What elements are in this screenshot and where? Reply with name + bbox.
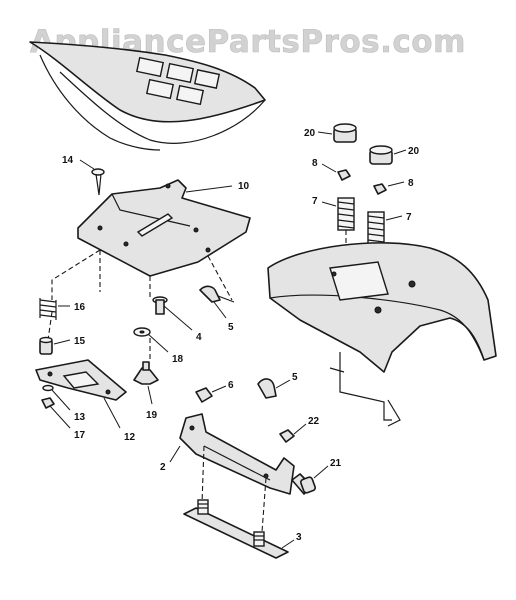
callout-7-right: 7 [406,212,412,223]
nut-part-17 [41,397,71,429]
spring-part-7-left [321,197,355,231]
callout-20-left: 20 [304,128,316,139]
callout-14: 14 [62,155,74,166]
nut-part-22 [279,423,307,443]
spacer-part-20-right [369,145,407,165]
spring-part-7-right [367,211,403,245]
callout-4: 4 [196,332,202,343]
seat-bracket-part-10 [77,179,251,277]
spacer-part-20-left [317,123,357,143]
nut-part-6 [195,385,227,403]
clip-part-5-upper [199,285,235,319]
callout-21: 21 [330,458,342,469]
fender-part [267,242,497,427]
washer-part-18 [133,327,169,353]
slide-rail-part-12 [35,359,127,429]
screw-part-14 [79,159,105,196]
callout-17: 17 [74,430,86,441]
nut-part-8-left [321,163,351,181]
bushing-part-15 [39,336,71,355]
knob-part-19 [133,361,159,405]
bolt-part-4 [152,296,193,331]
callout-5-upper: 5 [228,322,234,333]
bracket-part-2 [169,413,295,533]
callout-15: 15 [74,336,86,347]
callout-22: 22 [308,416,320,427]
seat-cushion-pads [135,56,221,106]
callout-2: 2 [160,462,166,473]
callout-12: 12 [124,432,136,443]
spring-part-16 [39,298,70,320]
callout-10: 10 [238,181,250,192]
plate-part-3 [183,499,295,559]
nut-part-8-right [373,181,405,195]
callout-20-right: 20 [408,146,420,157]
callout-16: 16 [74,302,86,313]
guide-line [261,477,267,533]
washer-part-13 [42,384,71,411]
guide-line [51,249,101,300]
callout-8-left: 8 [312,158,318,169]
clip-part-5-lower [257,378,291,399]
callout-5-lower: 5 [292,372,298,383]
guide-line [207,255,233,301]
callout-8-right: 8 [408,178,414,189]
callout-3: 3 [296,532,302,543]
callout-7-left: 7 [312,196,318,207]
callout-13: 13 [74,412,86,423]
guide-line [201,445,205,505]
callout-6: 6 [228,380,234,391]
seat-part [29,41,266,151]
bolt-part-21 [291,465,329,495]
callout-18: 18 [172,354,184,365]
callout-19: 19 [146,410,158,421]
